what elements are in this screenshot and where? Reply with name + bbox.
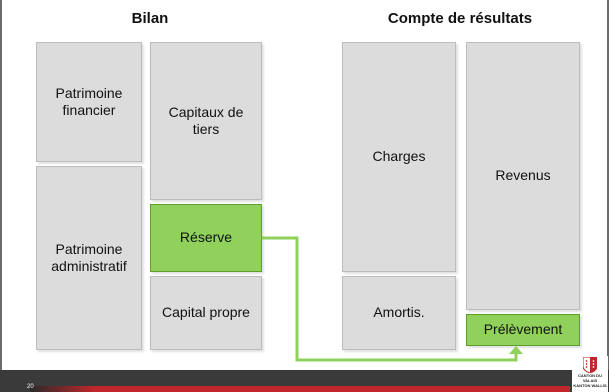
patrimoine-financier-box: Patrimoine financier [36, 42, 142, 162]
page-number: 20 [27, 384, 34, 390]
patrimoine-financier-label: Patrimoine financier [55, 84, 123, 119]
logo-line-2: KANTON WALLIS [573, 383, 607, 388]
canton-shield-icon [583, 357, 597, 373]
reserve-label: Réserve [179, 229, 233, 246]
prelevement-box: Prélèvement [466, 314, 580, 346]
compte-heading: Compte de résultats [387, 10, 533, 27]
bilan-heading: Bilan [131, 10, 169, 27]
capitaux-de-tiers-box: Capitaux de tiers [150, 42, 262, 200]
frame-left-border [0, 0, 2, 392]
footer-red-stripe [30, 386, 570, 392]
charges-label: Charges [372, 148, 426, 165]
patrimoine-administratif-box: Patrimoine administratif [36, 166, 142, 350]
capital-propre-box: Capital propre [150, 276, 262, 350]
patrimoine-administratif-label: Patrimoine administratif [51, 240, 127, 275]
frame-right-border [607, 0, 609, 392]
connector-arrowhead [509, 346, 523, 354]
prelevement-label: Prélèvement [483, 321, 563, 338]
logo-text: CANTON DU VALAIS KANTON WALLIS [572, 373, 608, 388]
capitaux-de-tiers-label: Capitaux de tiers [168, 103, 244, 138]
canton-logo: CANTON DU VALAIS KANTON WALLIS [572, 356, 608, 392]
revenus-box: Revenus [466, 42, 580, 310]
reserve-box: Réserve [150, 204, 262, 272]
amortis-label: Amortis. [373, 304, 425, 321]
revenus-label: Revenus [495, 167, 551, 184]
amortis-box: Amortis. [342, 276, 456, 350]
charges-box: Charges [342, 42, 456, 272]
capital-propre-label: Capital propre [162, 304, 250, 321]
logo-line-1: CANTON DU VALAIS [578, 373, 602, 383]
